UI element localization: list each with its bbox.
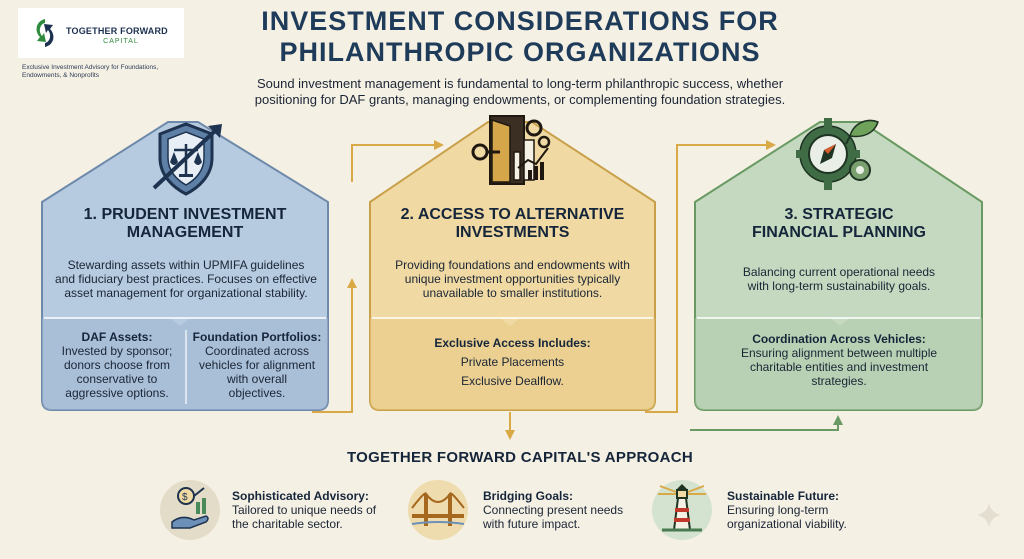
foundation-portfolios-heading: Foundation Portfolios: — [192, 330, 322, 344]
approach-text: Tailored to unique needs of the charitab… — [232, 503, 377, 531]
bridge-icon — [408, 480, 468, 540]
coordination-block: Coordination Across Vehicles: Ensuring a… — [700, 332, 978, 388]
foundation-portfolios-text: Coordinated across vehicles for alignmen… — [198, 344, 316, 400]
lighthouse-icon — [652, 480, 712, 540]
brand-name-sub: CAPITAL — [103, 38, 139, 45]
column-3-title: 3. STRATEGIC FINANCIAL PLANNING — [752, 206, 926, 241]
foundation-portfolios-block: Foundation Portfolios: Coordinated acros… — [188, 330, 326, 400]
column-2-description: Providing foundations and endowments wit… — [395, 258, 630, 300]
approach-text: Ensuring long-term organizational viabil… — [727, 503, 847, 531]
column-3-description: Balancing current operational needs with… — [742, 265, 936, 293]
approach-item-bridging: Bridging Goals: Connecting present needs… — [483, 489, 623, 531]
approach-title: TOGETHER FORWARD CAPITAL'S APPROACH — [346, 449, 694, 466]
shield-scales-icon — [152, 122, 222, 196]
daf-assets-heading: DAF Assets: — [81, 330, 153, 344]
daf-assets-text: Invested by sponsor; donors choose from … — [61, 344, 173, 400]
approach-heading: Sophisticated Advisory: — [232, 489, 369, 503]
access-item: Exclusive Dealflow. — [461, 374, 564, 388]
coordination-heading: Coordination Across Vehicles: — [752, 332, 926, 346]
door-key-icon — [471, 115, 551, 185]
approach-text: Connecting present needs with future imp… — [483, 503, 624, 531]
column-1-description: Stewarding assets within UPMIFA guidelin… — [55, 258, 317, 300]
gear-compass-icon — [796, 118, 879, 190]
page-subtitle: Sound investment management is fundament… — [254, 76, 786, 107]
approach-heading: Sustainable Future: — [727, 489, 840, 503]
brand-name: TOGETHER FORWARD — [66, 26, 168, 36]
exclusive-access-block: Exclusive Access Includes: Private Place… — [374, 336, 651, 388]
daf-assets-block: DAF Assets: Invested by sponsor; donors … — [50, 330, 184, 400]
brand-logo[interactable]: TOGETHER FORWARD CAPITAL — [18, 8, 184, 58]
brand-mark-icon — [36, 19, 54, 47]
coordination-text: Ensuring alignment between multiple char… — [740, 346, 938, 388]
hand-coins-icon: $ — [160, 480, 220, 540]
access-item: Private Placements — [460, 355, 565, 369]
svg-text:$: $ — [182, 492, 188, 503]
exclusive-access-heading: Exclusive Access Includes: — [434, 336, 591, 350]
page-title: INVESTMENT CONSIDERATIONS FOR PHILANTHRO… — [261, 6, 779, 67]
brand-tagline: Exclusive Investment Advisory for Founda… — [22, 64, 159, 79]
column-1-title: 1. PRUDENT INVESTMENT MANAGEMENT — [83, 206, 287, 241]
column-2-title: 2. ACCESS TO ALTERNATIVE INVESTMENTS — [400, 206, 625, 241]
approach-heading: Bridging Goals: — [483, 489, 573, 503]
approach-item-sustainable: Sustainable Future: Ensuring long-term o… — [727, 489, 847, 531]
sparkle-icon — [977, 503, 1001, 527]
approach-item-advisory: Sophisticated Advisory: Tailored to uniq… — [232, 489, 376, 531]
